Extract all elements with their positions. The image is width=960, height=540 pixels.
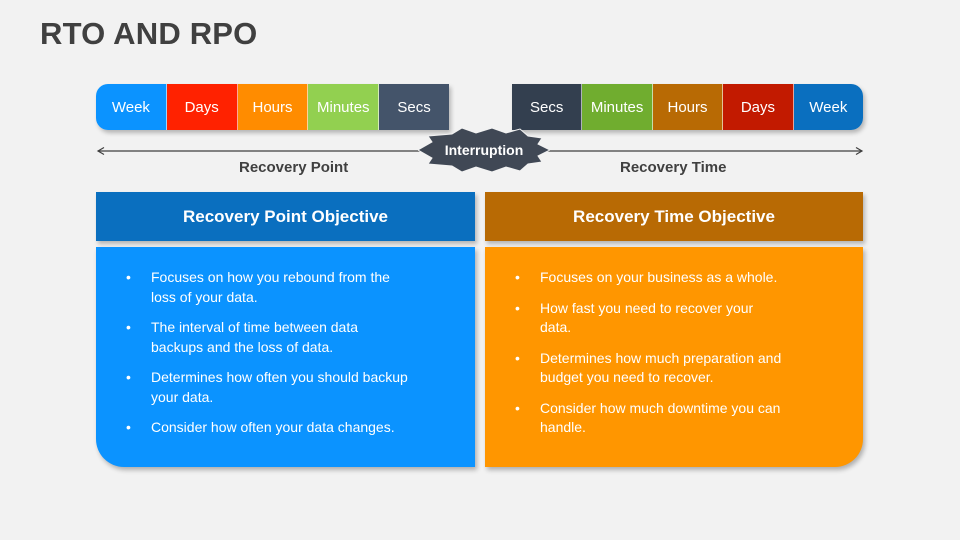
rpo-heading: Recovery Point Objective [96,192,475,241]
scale-segment: Hours [652,84,724,130]
rto-description-card: Focuses on your business as a whole. How… [485,247,863,467]
page-title: RTO AND RPO [40,16,258,51]
scale-segment: Week [96,84,167,130]
rto-bullet-list: Focuses on your business as a whole. How… [515,268,833,438]
scale-segment: Hours [237,84,309,130]
interruption-burst-shape [418,128,550,172]
rpo-description-card: Focuses on how you rebound from the loss… [96,247,475,467]
scale-segment: Secs [379,84,449,130]
recovery-point-time-scale: Week Days Hours Minutes Secs [96,84,449,130]
list-item: Consider how much downtime you can handl… [515,399,785,438]
interruption-label: Interruption [444,142,524,158]
list-item: Consider how often your data changes. [126,418,411,438]
list-item: The interval of time between data backup… [126,318,411,357]
scale-segment: Minutes [308,84,380,130]
recovery-time-time-scale: Secs Minutes Hours Days Week [512,84,863,130]
list-item: How fast you need to recover your data. [515,299,785,338]
scale-segment: Week [793,84,863,130]
recovery-point-label: Recovery Point [239,159,349,176]
recovery-time-label: Recovery Time [620,159,727,176]
scale-segment: Secs [512,84,583,130]
scale-segment: Days [723,84,794,130]
list-item: Focuses on your business as a whole. [515,268,785,288]
list-item: Focuses on how you rebound from the loss… [126,268,411,307]
list-item: Determines how much preparation and budg… [515,349,785,388]
rpo-bullet-list: Focuses on how you rebound from the loss… [126,268,445,438]
scale-segment: Minutes [582,84,653,130]
rto-heading: Recovery Time Objective [485,192,863,241]
scale-segment: Days [166,84,238,130]
list-item: Determines how often you should backup y… [126,368,411,407]
